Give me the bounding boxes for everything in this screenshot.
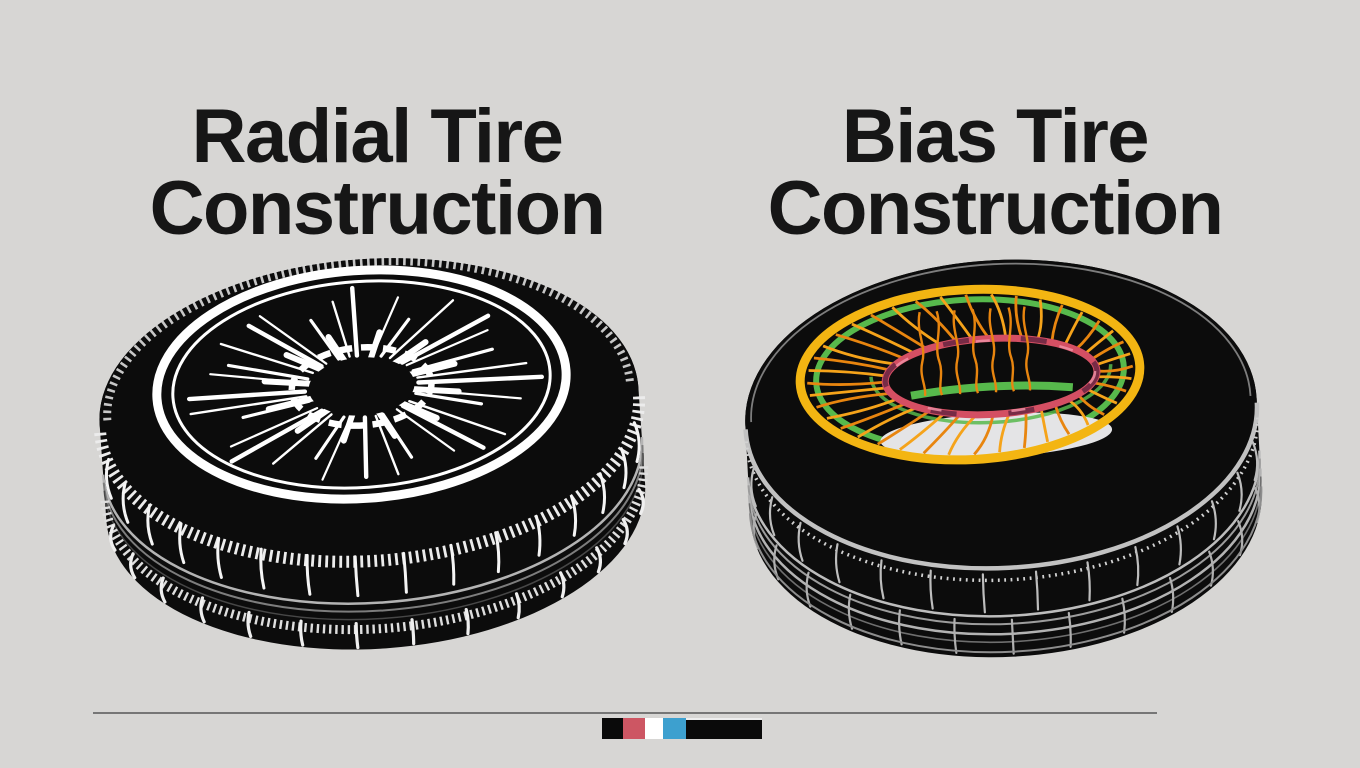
radial-title: Radial Tire Construction [97,93,657,251]
swatch-5 [686,718,762,739]
radial-title-line1: Radial Tire [191,93,564,179]
radial-title-line2: Construction [149,165,606,251]
bias-tire-illustration [743,259,1263,658]
swatch-4 [663,718,686,739]
radial-tire-illustration [94,257,649,650]
footer-divider-line [93,712,1157,714]
swatch-1 [602,718,623,739]
color-swatch-strip [602,718,762,739]
bias-title-line1: Bias Tire [841,93,1150,179]
swatch-2 [623,718,645,739]
swatch-3 [645,718,663,739]
bias-title: Bias Tire Construction [715,93,1275,251]
bias-title-line2: Construction [767,165,1224,251]
